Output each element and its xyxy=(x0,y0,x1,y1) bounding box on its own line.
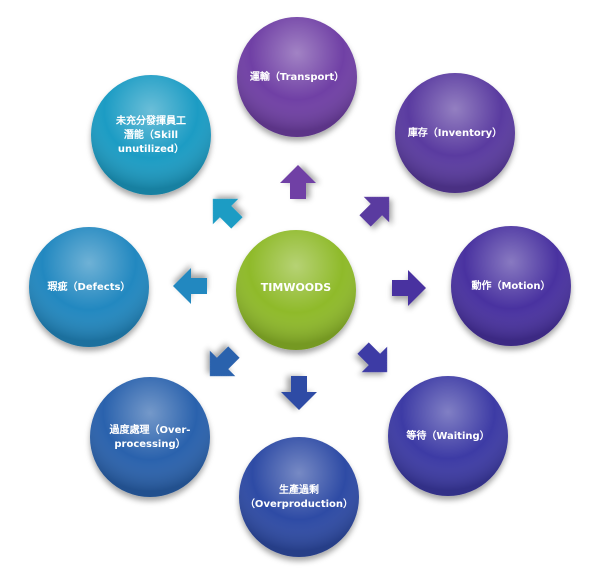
arrow-skill-shape xyxy=(212,198,243,229)
node-defects-gloss xyxy=(29,227,149,347)
nodes: 運輸（Transport） 庫存（Inventory） 動作（Motion） 等待（W… xyxy=(29,17,571,557)
arrow-skill xyxy=(212,198,243,229)
node-transport-label-line: 運輸（Transport） xyxy=(250,70,344,83)
arrow-waiting xyxy=(357,342,388,373)
node-inventory-label-line: 庫存（Inventory） xyxy=(408,126,502,139)
node-skill-label-line: unutilized） xyxy=(118,142,184,155)
arrow-overprocessing-shape xyxy=(209,346,240,377)
node-transport-gloss xyxy=(237,17,357,137)
node-skill-label-line: 未充分發揮員工 xyxy=(115,114,186,127)
node-transport: 運輸（Transport） xyxy=(237,17,357,137)
arrow-defects-shape xyxy=(173,268,207,304)
node-overproduction-label-line: 生產過剩 xyxy=(279,483,319,496)
node-inventory: 庫存（Inventory） xyxy=(395,73,515,193)
arrow-overproduction xyxy=(281,376,317,410)
arrow-overproduction-shape xyxy=(281,376,317,410)
node-motion: 動作（Motion） xyxy=(451,226,571,346)
node-overprocessing-gloss xyxy=(90,377,210,497)
node-motion-label-line: 動作（Motion） xyxy=(471,279,550,292)
arrow-inventory xyxy=(359,196,390,227)
arrow-defects xyxy=(173,268,207,304)
node-overprocessing: 過度處理（Over-processing） xyxy=(90,377,210,497)
node-skill-label-line: 潛能（Skill xyxy=(124,128,178,141)
arrow-waiting-shape xyxy=(357,342,388,373)
node-overproduction-gloss xyxy=(239,437,359,557)
node-waiting-gloss xyxy=(388,376,508,496)
node-defects: 瑕疵（Defects） xyxy=(29,227,149,347)
node-motion-gloss xyxy=(451,226,571,346)
node-overprocessing-label-line: 過度處理（Over- xyxy=(109,423,191,436)
node-waiting: 等待（Waiting） xyxy=(388,376,508,496)
center-node: TIMWOODS xyxy=(236,230,356,350)
node-inventory-gloss xyxy=(395,73,515,193)
node-skill-gloss xyxy=(91,75,211,195)
node-overprocessing-label-line: processing） xyxy=(114,437,185,450)
node-overproduction-label-line: （Overproduction） xyxy=(245,497,353,510)
node-overproduction: 生產過剩（Overproduction） xyxy=(239,437,359,557)
arrow-overprocessing xyxy=(209,346,240,377)
arrow-motion xyxy=(392,270,426,306)
node-defects-label-line: 瑕疵（Defects） xyxy=(48,280,131,293)
arrow-transport-shape xyxy=(280,165,316,199)
center-label: TIMWOODS xyxy=(261,281,332,294)
node-waiting-label-line: 等待（Waiting） xyxy=(406,429,489,442)
arrows xyxy=(173,165,426,410)
arrow-inventory-shape xyxy=(359,196,390,227)
center-gloss xyxy=(236,230,356,350)
arrow-transport xyxy=(280,165,316,199)
arrow-motion-shape xyxy=(392,270,426,306)
